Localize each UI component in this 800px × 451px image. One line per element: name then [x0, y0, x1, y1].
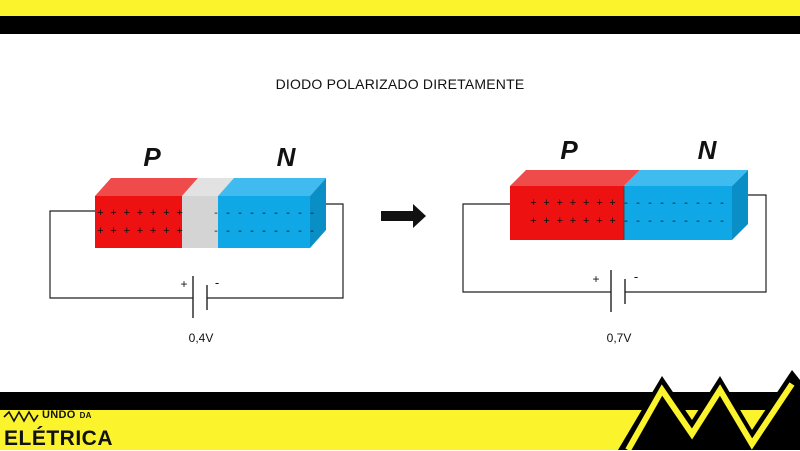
right-p-top-face — [510, 170, 640, 186]
left-n-charges-row2: - - - - - - - - - — [213, 227, 315, 238]
left-n-charges-row1: - - - - - - - - - — [213, 209, 315, 220]
right-n-label: N — [698, 135, 718, 165]
bottom-yellow-stripe — [0, 410, 800, 450]
top-black-stripe — [0, 16, 800, 34]
left-n-top-face — [218, 178, 326, 196]
right-p-region — [510, 186, 624, 240]
right-voltage-label: 0,7V — [607, 331, 632, 345]
right-n-side-face — [732, 170, 748, 240]
right-n-region — [624, 186, 732, 240]
logo-word-undo: UNDO — [42, 409, 76, 421]
left-p-top-face — [95, 178, 198, 196]
right-n-charges-row2: - - - - - - - - - — [623, 217, 725, 228]
right-battery-minus: - — [634, 269, 638, 284]
left-circuit-wire-left — [49, 210, 193, 299]
left-p-charges-row1: + + + + + + + — [97, 208, 183, 220]
left-circuit-wire-right — [207, 203, 344, 299]
left-battery-minus: - — [215, 275, 219, 290]
transition-arrow — [381, 204, 426, 228]
left-diode: P N + + + + + + + + + + + + + + - - - - … — [49, 142, 344, 345]
left-depletion-region — [182, 196, 218, 248]
right-n-top-face — [624, 170, 748, 186]
left-p-charges-row2: + + + + + + + — [97, 226, 183, 238]
left-p-region — [95, 196, 182, 248]
bottom-brand-band — [0, 392, 800, 450]
right-n-charges-row1: - - - - - - - - - — [623, 199, 725, 210]
top-yellow-stripe — [0, 0, 800, 16]
left-n-side-face — [310, 178, 326, 248]
logo-word-da: DA — [79, 411, 92, 420]
logo-wordmark-bottom: ELÉTRICA — [4, 427, 113, 450]
left-n-label: N — [277, 142, 297, 172]
top-brand-band — [0, 0, 800, 34]
diagram-title: DIODO POLARIZADO DIRETAMENTE — [275, 76, 525, 92]
right-p-charges-row2: + + + + + + + — [530, 216, 616, 228]
left-depletion-top-face — [182, 178, 234, 196]
right-p-label: P — [560, 135, 578, 165]
right-battery-plus: + — [592, 272, 599, 286]
bottom-black-stripe — [0, 392, 800, 410]
left-voltage-label: 0,4V — [189, 331, 214, 345]
left-battery-plus: + — [180, 277, 187, 291]
left-p-label: P — [143, 142, 161, 172]
left-n-region — [218, 196, 310, 248]
right-circuit-wire-left — [462, 203, 611, 293]
right-circuit-wire-right — [625, 194, 767, 293]
right-p-charges-row1: + + + + + + + — [530, 198, 616, 210]
right-diode: P N + + + + + + + + + + + + + + - - - - … — [462, 135, 767, 345]
